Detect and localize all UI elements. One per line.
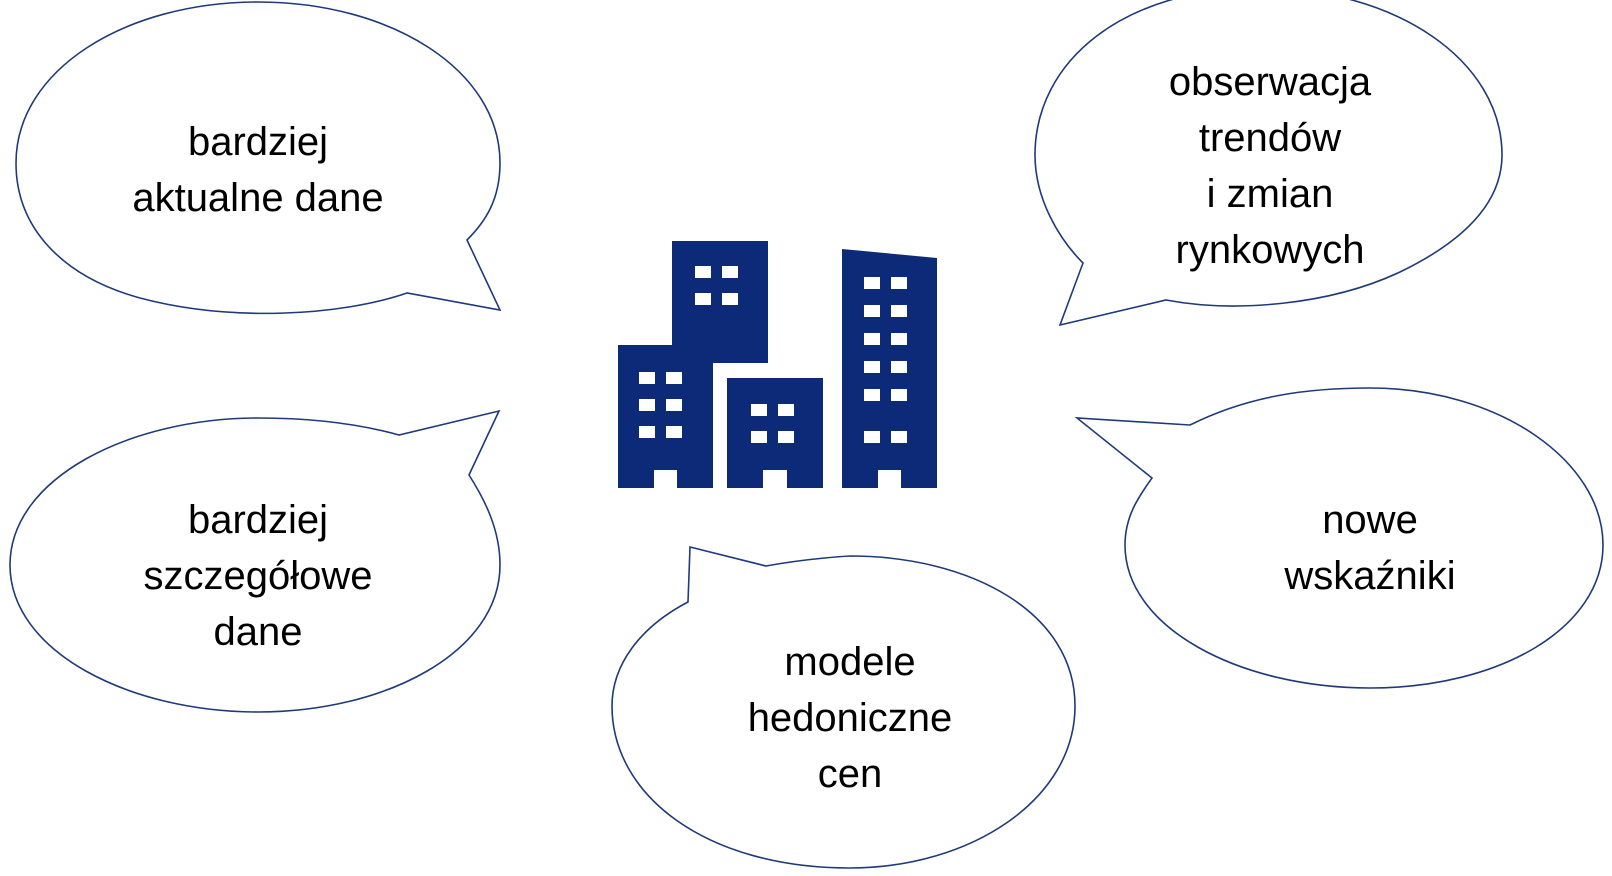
building-small-top <box>672 241 768 363</box>
bubble-text-line: modele <box>784 640 916 684</box>
bubble-text-line: i zmian <box>1206 172 1334 216</box>
bubble-text-line: trendów <box>1198 116 1342 160</box>
bubble-text-line: dane <box>213 610 303 654</box>
bubble-text-line: wskaźniki <box>1284 554 1456 598</box>
speech-bubble-top-right <box>1034 0 1503 327</box>
bubble-text-top-right: obserwacja trendów i zmian rynkowych <box>1090 54 1450 278</box>
bubble-text-line: aktualne dane <box>132 176 384 220</box>
bubble-text-line: rynkowych <box>1175 228 1365 272</box>
speech-bubble-right <box>1074 387 1604 689</box>
building-tall-right <box>842 249 937 488</box>
bubble-text-line: bardziej <box>187 120 329 164</box>
speech-bubble-bottom-center <box>611 545 1076 869</box>
bubble-text-line: nowe <box>1322 498 1418 542</box>
bubble-text-right: nowe wskaźniki <box>1180 492 1560 604</box>
bubble-text-line: obserwacja <box>1168 60 1372 104</box>
bubble-text-top-left: bardziej aktualne dane <box>58 114 458 226</box>
building-left <box>618 345 713 488</box>
speech-bubble-bottom-left <box>9 409 501 713</box>
bubble-text-line: hedoniczne <box>747 696 953 740</box>
bubble-text-bottom-center: modele hedoniczne cen <box>660 634 1040 802</box>
bubble-text-bottom-left: bardziej szczegółowe dane <box>58 492 458 660</box>
bubble-text-line: bardziej <box>187 498 329 542</box>
bubble-text-line: cen <box>817 752 883 796</box>
building-middle <box>727 378 823 488</box>
bubble-text-line: szczegółowe <box>143 554 373 598</box>
speech-bubble-top-left <box>15 1 502 315</box>
city-buildings-icon <box>618 241 937 488</box>
